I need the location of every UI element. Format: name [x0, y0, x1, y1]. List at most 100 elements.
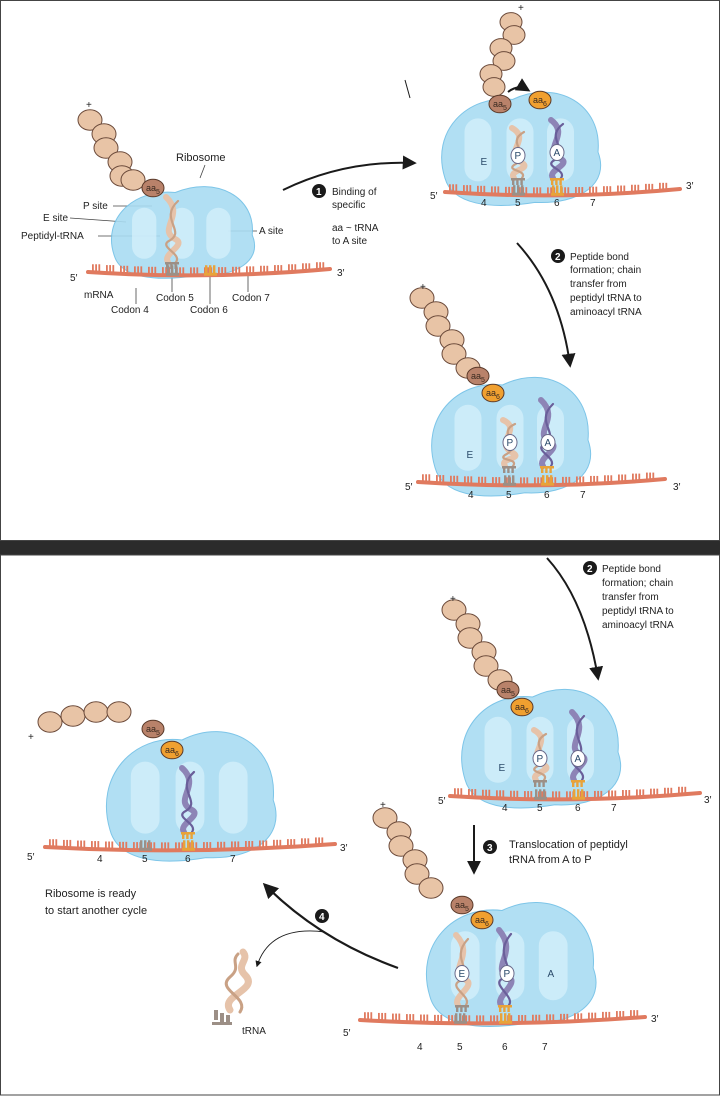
aa6-bead-label: aa6	[486, 388, 500, 401]
aa5-bead-label: aa5	[471, 371, 485, 384]
site-label: E	[499, 763, 506, 774]
codon-tooth	[508, 1013, 511, 1023]
amino-acid-bead	[404, 863, 430, 885]
codon-tooth	[175, 265, 178, 275]
site-label: A	[548, 969, 555, 980]
codon-tooth	[535, 789, 538, 799]
aa5-bead	[488, 94, 512, 114]
codon-number: 4	[417, 1042, 423, 1053]
codon-tooth	[521, 185, 524, 195]
codon-tooth	[512, 475, 515, 485]
step1-line-1: Binding of	[332, 187, 377, 198]
step2-top-line-1: Peptide bond	[570, 252, 629, 263]
amino-acid-bead	[502, 25, 526, 45]
ready-line-2: to start another cycle	[45, 905, 147, 917]
step3-line-1: Translocation of peptidyl	[509, 839, 628, 851]
transfer-arrow	[507, 78, 531, 93]
amino-acid-bead	[492, 51, 516, 71]
step1-line-3: aa ~ tRNA	[332, 223, 379, 234]
trna	[509, 125, 528, 181]
ready-line-1: Ribosome is ready	[45, 888, 137, 900]
aa5-bead-label: aa5	[501, 685, 515, 698]
amino-acid-bead	[457, 627, 483, 649]
codon-tooth	[504, 1013, 507, 1023]
aa5-bead-label: aa5	[146, 183, 160, 196]
codon-number: 5	[457, 1042, 463, 1053]
site-label: P	[504, 969, 511, 980]
site-label: A	[575, 754, 582, 765]
aa5-bead-label: aa5	[146, 724, 160, 737]
step4-callout: 4	[315, 909, 329, 923]
codon-tooth	[213, 265, 216, 275]
codon-tooth	[556, 185, 559, 195]
step2-badge-top	[551, 249, 565, 263]
amino-acid-bead	[418, 877, 444, 899]
n-terminus-plus: +	[380, 800, 386, 811]
step1-badge	[312, 184, 326, 198]
codon-tooth	[543, 789, 546, 799]
codon-tooth	[513, 185, 516, 195]
site-label: E	[481, 157, 488, 168]
codon-tooth	[205, 265, 208, 275]
e-site-label: E site	[43, 213, 68, 224]
codon-tooth	[504, 475, 507, 485]
step2-arrow-bottom	[546, 557, 604, 681]
codon-tooth	[167, 265, 170, 275]
step2-callout-top: 2 Peptide bond formation; chain transfer…	[551, 249, 642, 318]
svg-text:3: 3	[487, 843, 493, 854]
codon-tooth	[573, 789, 576, 799]
codon-tooth	[552, 185, 555, 195]
codon-tooth	[508, 475, 511, 485]
five-prime-label: 5′	[430, 191, 438, 202]
site-label: P	[507, 438, 514, 449]
site-label: P	[515, 151, 522, 162]
ribosome-scene-initial: Ribosome P site E site Peptidyl-tRNA A s…	[21, 100, 345, 316]
n-terminus-plus: +	[86, 100, 92, 111]
trna-label: tRNA	[242, 1026, 266, 1037]
step1-line-2: specific	[332, 200, 365, 211]
five-prime-label: 5′	[405, 482, 413, 493]
codon-number: 4	[481, 198, 487, 209]
three-prime-label: 3′	[686, 181, 694, 192]
step2-bottom-line-3: transfer from	[602, 592, 659, 603]
codon5-label: Codon 5	[156, 293, 194, 304]
codon-tooth	[144, 840, 147, 850]
codon-tooth	[560, 185, 563, 195]
site-label: A	[545, 438, 552, 449]
n-terminus-plus: +	[450, 594, 456, 605]
step3-callout: 3 Translocation of peptidyl tRNA from A …	[483, 839, 628, 866]
codon-number: 5	[506, 490, 512, 501]
trna	[163, 194, 182, 265]
codon-tooth	[539, 789, 542, 799]
aa6-bead	[160, 740, 184, 760]
codon6-label: Codon 6	[190, 305, 228, 316]
codon-tooth	[455, 1013, 458, 1023]
site-label: E	[467, 450, 474, 461]
codon-number: 4	[502, 803, 508, 814]
codon4-label: Codon 4	[111, 305, 149, 316]
codon-number: 4	[97, 854, 103, 865]
three-prime-label: 3′	[704, 795, 712, 806]
step1-callout: 1 Binding of specific aa ~ tRNA to A sit…	[312, 184, 379, 247]
step2-top-line-5: aminoacyl tRNA	[570, 307, 642, 318]
five-prime-label: 5′	[27, 852, 35, 863]
step3-line-2: tRNA from A to P	[509, 854, 592, 866]
codon-tooth	[183, 840, 186, 850]
codon-tooth	[191, 840, 194, 850]
n-terminus-plus: +	[518, 3, 524, 14]
aa6-bead	[481, 383, 505, 403]
step1-line-4: to A site	[332, 236, 367, 247]
panel-divider	[0, 541, 720, 555]
aa5-bead	[450, 895, 474, 915]
step2-top-line-3: transfer from	[570, 279, 627, 290]
codon-tooth	[517, 185, 520, 195]
three-prime-label: 3′	[651, 1014, 659, 1025]
amino-acid-bead	[93, 137, 119, 159]
three-prime-label: 3′	[673, 482, 681, 493]
amino-acid-bead	[473, 655, 499, 677]
codon-tooth	[463, 1013, 466, 1023]
